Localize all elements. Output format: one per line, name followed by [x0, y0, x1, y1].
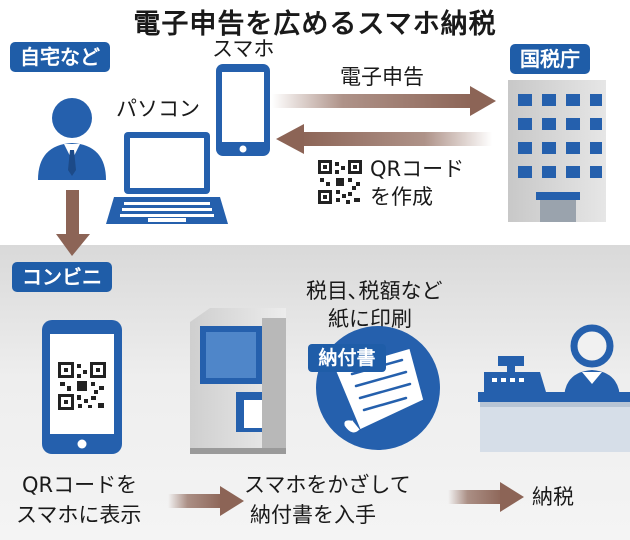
smartphone-icon: [216, 64, 270, 156]
step-arrow-2: [448, 482, 524, 512]
step1-label-line1: QRコードを: [22, 473, 138, 497]
home-tag: 自宅など: [10, 42, 110, 72]
e-filing-arrow: [272, 86, 496, 116]
print-label-line1: 税目､税額など: [306, 279, 443, 303]
step2-label-line1: スマホをかざして: [244, 473, 411, 497]
step2-label-line2: 納付書を入手: [250, 503, 376, 527]
step-arrow-1: [168, 486, 244, 516]
cashier-icon: [564, 324, 620, 400]
smartphone-qr-icon: [42, 320, 122, 454]
arrow-down: [56, 190, 90, 256]
payment-slip-label: 納付書: [318, 347, 376, 369]
laptop-icon: [106, 132, 228, 224]
qr-label-line1: QRコード: [370, 157, 465, 181]
step3-label: 納税: [532, 485, 574, 509]
smartphone-label: スマホ: [212, 37, 275, 61]
cash-register-icon: [484, 356, 546, 392]
qr-label-line2: を作成: [370, 185, 433, 209]
building-icon: [508, 80, 606, 222]
person-icon: [38, 98, 106, 180]
diagram-title: 電子申告を広めるスマホ納税: [133, 9, 497, 40]
tax-office-tag: 国税庁: [510, 44, 590, 74]
e-filing-label: 電子申告: [340, 65, 424, 89]
pc-label: パソコン: [116, 97, 200, 121]
qr-return-arrow: [276, 124, 492, 154]
qr-code-icon: [318, 160, 362, 204]
step1-label-line2: スマホに表示: [16, 503, 142, 527]
counter-icon: [478, 392, 630, 452]
convenience-store-tag: コンビニ: [12, 262, 112, 292]
kiosk-terminal-icon: [190, 308, 286, 454]
payment-slip-tag: [308, 344, 386, 372]
